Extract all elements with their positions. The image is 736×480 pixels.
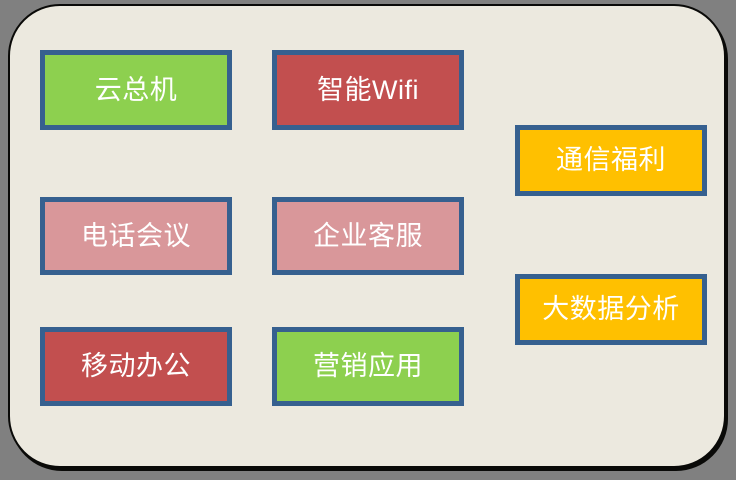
- tile-enterprise-support[interactable]: 企业客服: [272, 197, 464, 275]
- tile-mobile-office[interactable]: 移动办公: [40, 327, 232, 406]
- tile-label: 移动办公: [81, 351, 191, 381]
- tile-telecom-benefits[interactable]: 通信福利: [515, 125, 707, 196]
- tile-smart-wifi[interactable]: 智能Wifi: [272, 50, 464, 130]
- tile-label: 大数据分析: [542, 294, 680, 324]
- tile-conference-call[interactable]: 电话会议: [40, 197, 232, 275]
- tile-marketing-apps[interactable]: 营销应用: [272, 327, 464, 406]
- tile-label: 企业客服: [313, 220, 423, 251]
- tile-big-data-analysis[interactable]: 大数据分析: [515, 274, 707, 345]
- tile-cloud-pbx[interactable]: 云总机: [40, 50, 232, 130]
- tile-label: 电话会议: [81, 220, 191, 251]
- tile-label: 营销应用: [313, 351, 423, 381]
- tile-label: 通信福利: [556, 145, 666, 175]
- tile-label: 云总机: [94, 74, 178, 105]
- rounded-container-panel: 云总机 智能Wifi 通信福利 电话会议 企业客服 大数据分析 移动办公 营销应…: [8, 4, 726, 468]
- tile-label: 智能Wifi: [317, 74, 419, 105]
